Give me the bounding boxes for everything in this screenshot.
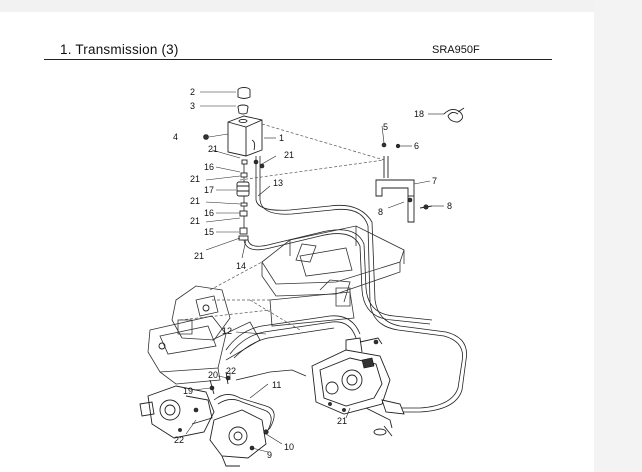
callout-labels: 2 3 4 1 21 21 16 21 17 13 21 16 21 15 21… — [173, 87, 452, 460]
callout-3: 3 — [190, 101, 195, 111]
output-shaft — [365, 399, 405, 437]
callout-15: 15 — [204, 227, 214, 237]
side-bolt — [419, 204, 433, 210]
callout-4: 4 — [173, 132, 178, 142]
callout-11: 11 — [272, 380, 281, 390]
callout-21: 21 — [190, 216, 200, 226]
callout-8: 8 — [378, 207, 383, 217]
callout-21: 21 — [190, 174, 200, 184]
callout-1: 1 — [279, 133, 284, 143]
section-title: 1. Transmission (3) — [60, 42, 179, 57]
callout-8: 8 — [447, 201, 452, 211]
manual-page — [0, 12, 594, 472]
callout-16: 16 — [204, 162, 214, 172]
callout-21: 21 — [194, 251, 204, 261]
reservoir-cap — [237, 87, 251, 99]
diagram-code: SRA950F — [432, 44, 480, 56]
header-rule — [44, 59, 552, 60]
spring-clip — [443, 107, 465, 123]
hose-fittings-stack — [236, 159, 250, 241]
chassis-frame — [179, 123, 405, 331]
leader-lines — [185, 91, 444, 453]
page-margin — [594, 0, 642, 472]
callout-14: 14 — [236, 261, 246, 271]
wheel-motor-right — [209, 409, 267, 467]
callout-22: 22 — [226, 366, 236, 376]
callout-21: 21 — [208, 144, 218, 154]
callout-21: 21 — [190, 196, 200, 206]
callout-18: 18 — [414, 109, 424, 119]
hose-12 — [225, 315, 361, 359]
callout-16: 16 — [204, 208, 214, 218]
callout-6: 6 — [414, 141, 419, 151]
callout-12: 12 — [222, 326, 232, 336]
callout-19: 19 — [183, 386, 193, 396]
wheel-motor-left — [139, 385, 215, 439]
bracket-bolt-lower — [407, 197, 413, 203]
callout-2: 2 — [190, 87, 195, 97]
callout-10: 10 — [284, 442, 294, 452]
mounting-bracket — [375, 156, 415, 223]
bracket-nut — [395, 143, 401, 149]
transmission-unit — [311, 337, 391, 415]
tank-bolt — [203, 133, 229, 140]
callout-17: 17 — [204, 185, 214, 195]
callout-20: 20 — [208, 370, 218, 380]
callout-5: 5 — [383, 122, 388, 132]
callout-7: 7 — [432, 176, 437, 186]
hose-11 — [213, 369, 307, 437]
front-axle-frame — [147, 285, 261, 385]
callout-13: 13 — [273, 178, 283, 188]
reservoir-tank — [227, 115, 263, 157]
bracket-bolt — [381, 142, 387, 148]
reservoir-strainer — [237, 104, 249, 115]
callout-22: 22 — [174, 435, 184, 445]
callout-9: 9 — [267, 450, 272, 460]
callout-21: 21 — [337, 416, 347, 426]
callout-21: 21 — [284, 150, 294, 160]
hose-14 — [243, 229, 433, 325]
